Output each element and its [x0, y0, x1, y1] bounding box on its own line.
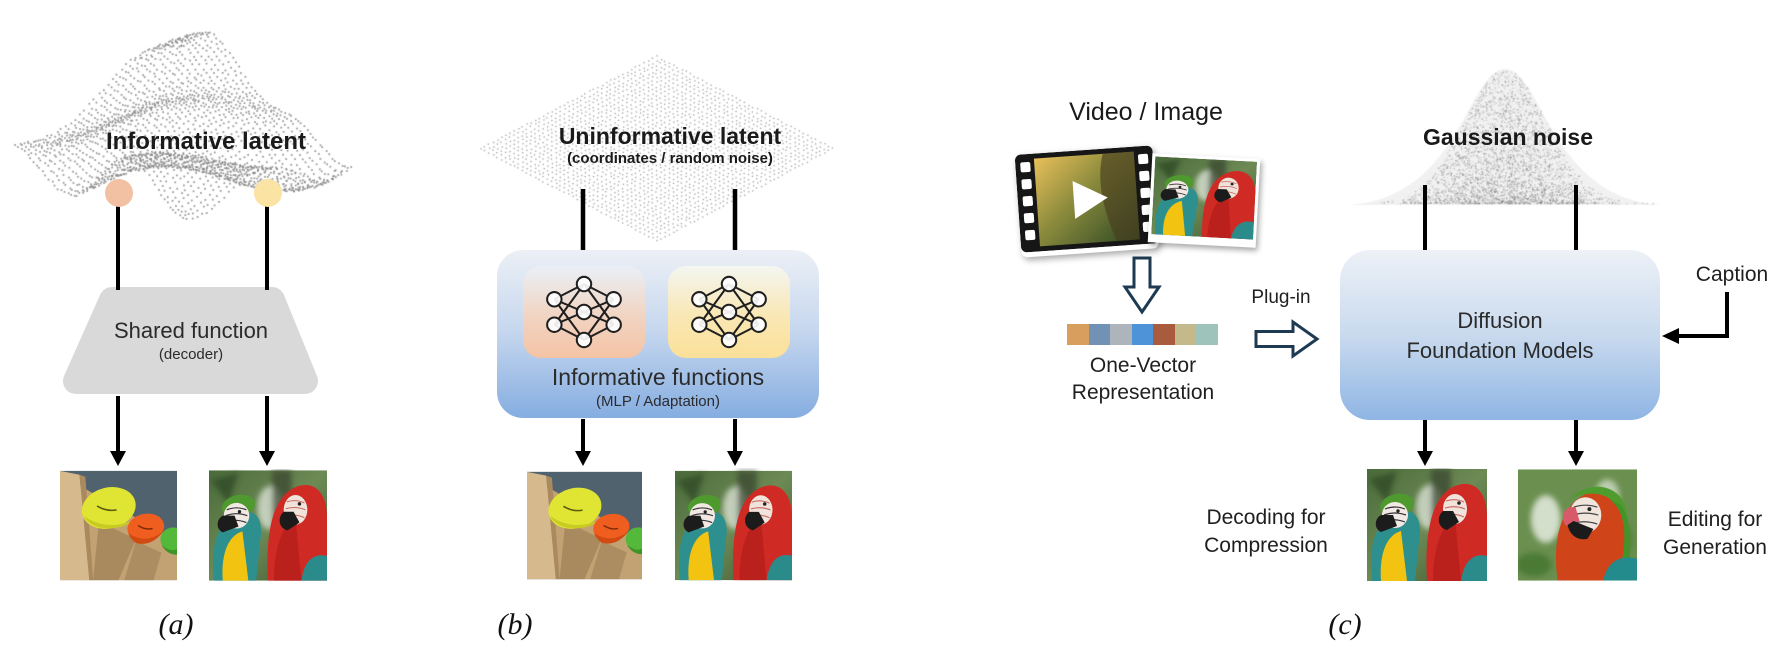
vector-block — [1088, 324, 1111, 345]
neural-network-icon — [540, 273, 628, 351]
model-output-arrows — [1417, 419, 1584, 466]
mlp-module-peach — [523, 266, 645, 358]
editing-label-line2: Generation — [1663, 536, 1767, 559]
vector-block — [1131, 324, 1154, 345]
parrots-photo — [1367, 468, 1487, 582]
parrots-photo — [209, 469, 327, 582]
vector-block — [1067, 324, 1089, 345]
caption-label: Caption — [1695, 263, 1769, 286]
informative-functions-subtitle: (MLP / Adaptation) — [596, 393, 720, 410]
panel-a-label: (a) — [158, 608, 194, 641]
latent-point-yellow — [254, 179, 282, 207]
decoding-label-line2: Compression — [1204, 534, 1328, 557]
panel-a-latent-title: Informative latent — [105, 128, 307, 155]
informative-latent-pointcloud — [0, 5, 365, 295]
one-vector-label-line2: Representation — [1071, 381, 1215, 404]
gaussian-noise-title: Gaussian noise — [1422, 124, 1593, 150]
video-to-vector-arrow — [1122, 256, 1162, 315]
plug-in-label: Plug-in — [1251, 287, 1311, 308]
informative-functions-title: Informative functions — [551, 364, 765, 390]
decoding-label-line1: Decoding for — [1206, 506, 1326, 529]
panel-b-label: (b) — [497, 608, 533, 641]
diffusion-foundation-models-box — [1340, 250, 1660, 420]
model-title-line2: Foundation Models — [1406, 338, 1594, 363]
parrots-photo — [675, 468, 792, 583]
vector-block — [1196, 324, 1219, 345]
shared-function-title: Shared function — [113, 318, 269, 343]
vector-block — [1174, 324, 1197, 345]
functions-output-arrows — [575, 419, 743, 466]
shared-function-subtitle: (decoder) — [158, 346, 224, 363]
caption-arrow — [1662, 292, 1729, 344]
model-title-line1: Diffusion — [1457, 308, 1543, 333]
video-image-title: Video / Image — [1069, 98, 1223, 126]
neural-network-icon — [685, 273, 773, 351]
video-filmstrip-icon — [1014, 145, 1160, 257]
panel-b-latent-title: Uninformative latent — [558, 123, 782, 149]
editing-label-line1: Editing for — [1667, 508, 1763, 531]
decoder-output-arrows — [110, 396, 275, 466]
latent-point-peach — [105, 179, 133, 207]
play-icon — [1072, 180, 1108, 219]
hats-photo — [60, 469, 177, 582]
gaussian-noise-pointcloud — [1340, 55, 1670, 207]
uninformative-latent-plane-pointcloud — [470, 48, 842, 248]
plug-in-arrow — [1254, 319, 1320, 359]
panel-b-latent-subtitle: (coordinates / random noise) — [567, 150, 773, 167]
hats-photo — [527, 468, 642, 583]
panel-c-label: (c) — [1328, 608, 1362, 641]
mlp-module-yellow — [668, 266, 790, 358]
one-vector-label-line1: One-Vector — [1089, 354, 1197, 377]
one-vector-strip — [1067, 324, 1219, 345]
vector-block — [1110, 324, 1132, 345]
input-parrots-photo — [1147, 153, 1261, 248]
vector-block — [1153, 324, 1175, 345]
